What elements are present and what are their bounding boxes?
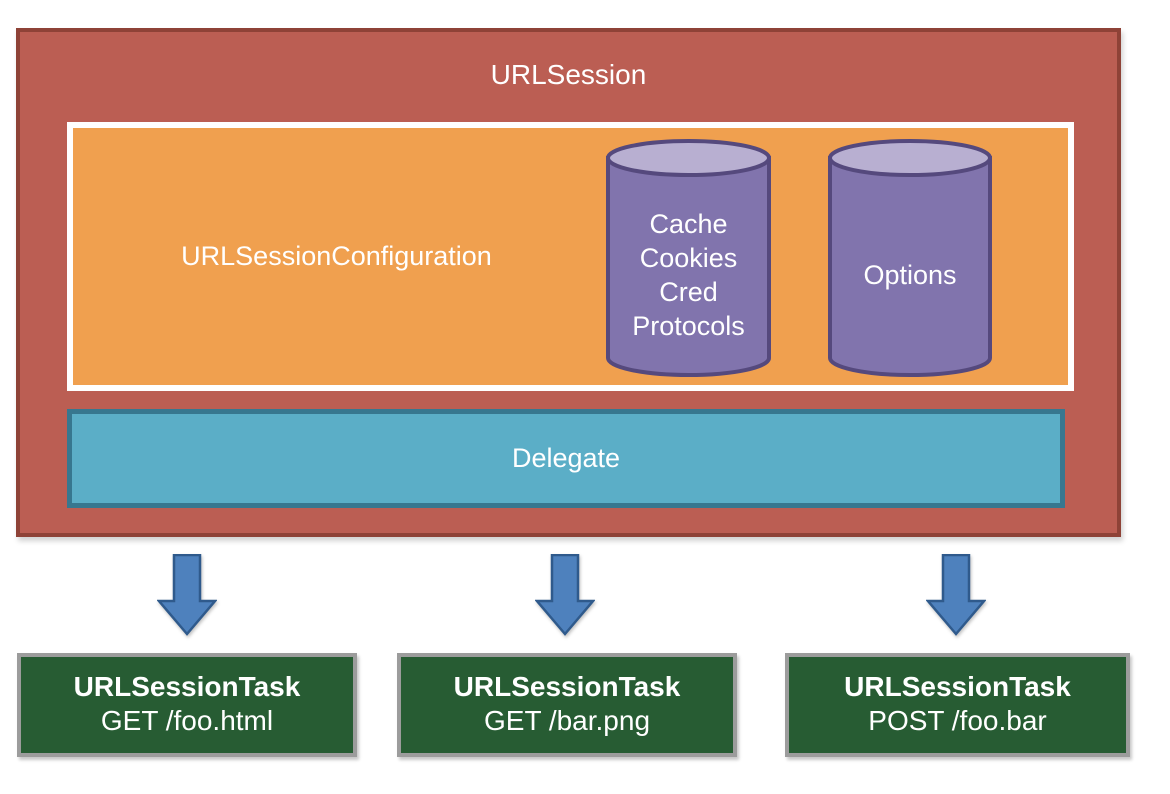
urlsessionconfiguration-label-area: URLSessionConfiguration (73, 128, 600, 385)
database-cylinder-icon (606, 139, 771, 377)
delegate-label: Delegate (511, 443, 621, 473)
task-title: URLSessionTask (73, 671, 301, 702)
down-arrow-icon (157, 554, 217, 636)
task-request: GET /bar.png (483, 705, 651, 736)
cache-store-label: Cache Cookies Cred Protocols (632, 208, 745, 341)
down-arrow-icon (926, 554, 986, 636)
options-cylinder: Options (827, 136, 993, 377)
task-title: URLSessionTask (844, 671, 1071, 702)
down-arrow-icon (535, 554, 595, 636)
urlsessiontask-box-1: URLSessionTask GET /foo.html (17, 653, 357, 757)
task-title: URLSessionTask (453, 671, 681, 702)
urlsession-title: URLSession (490, 59, 647, 90)
urlsessiontask-box-3: URLSessionTask POST /foo.bar (785, 653, 1130, 757)
cache-store-cylinder: Cache Cookies Cred Protocols (605, 136, 772, 377)
delegate-box: Delegate (67, 409, 1065, 508)
urlsessionconfiguration-label: URLSessionConfiguration (181, 241, 492, 271)
urlsessionconfiguration-box: URLSessionConfiguration Cache Cookies Cr… (67, 122, 1074, 391)
options-label: Options (863, 259, 957, 290)
database-cylinder-icon (828, 139, 992, 377)
urlsession-box: URLSession URLSessionConfiguration Cache… (16, 28, 1121, 537)
urlsessiontask-box-2: URLSessionTask GET /bar.png (397, 653, 737, 757)
task-request: GET /foo.html (100, 705, 274, 736)
task-request: POST /foo.bar (868, 705, 1047, 736)
